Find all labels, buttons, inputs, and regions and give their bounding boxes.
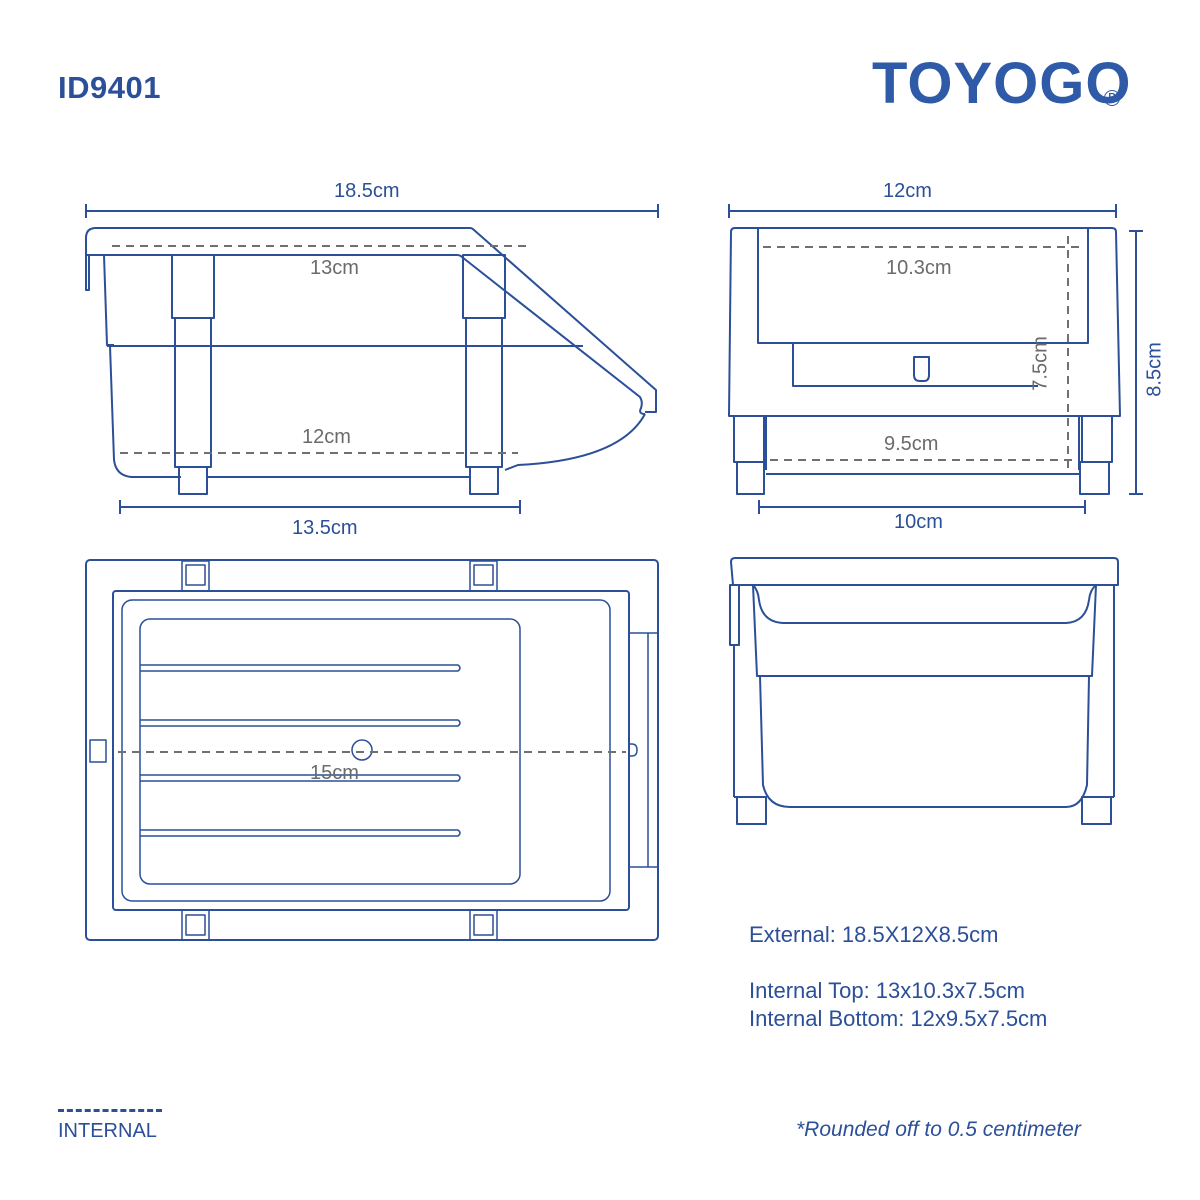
internal-dimension-lines bbox=[112, 236, 1085, 753]
front-internal-top-width-label: 10.3cm bbox=[886, 257, 952, 279]
front-external-height-label: 8.5cm bbox=[1143, 342, 1166, 397]
footnote: *Rounded off to 0.5 centimeter bbox=[796, 1118, 1081, 1141]
spec-internal-top: Internal Top: 13x10.3x7.5cm bbox=[749, 978, 1025, 1003]
top-internal-length-label: 15cm bbox=[310, 762, 359, 784]
front-view bbox=[728, 204, 1143, 514]
internal-legend-label: INTERNAL bbox=[58, 1120, 157, 1142]
front-internal-bottom-width-label: 9.5cm bbox=[884, 433, 939, 455]
side-external-length-label: 18.5cm bbox=[334, 180, 400, 202]
front-internal-height-label: 7.5cm bbox=[1029, 336, 1052, 391]
brand-logo: TOYOGO bbox=[872, 51, 1132, 116]
front-external-width-label: 12cm bbox=[883, 180, 932, 202]
model-id: ID9401 bbox=[58, 70, 161, 105]
spec-internal-bottom: Internal Bottom: 12x9.5x7.5cm bbox=[749, 1006, 1048, 1031]
side-internal-top-length-label: 13cm bbox=[310, 257, 359, 279]
internal-legend-dash-icon bbox=[58, 1109, 162, 1112]
side-internal-bottom-length-label: 12cm bbox=[302, 426, 351, 448]
front-base-width-label: 10cm bbox=[894, 511, 943, 533]
back-view bbox=[729, 557, 1119, 825]
side-base-length-label: 13.5cm bbox=[292, 517, 358, 539]
registered-mark-icon: R bbox=[1104, 90, 1120, 106]
top-view bbox=[85, 559, 659, 941]
spec-external: External: 18.5X12X8.5cm bbox=[749, 922, 999, 947]
side-view bbox=[85, 204, 659, 514]
